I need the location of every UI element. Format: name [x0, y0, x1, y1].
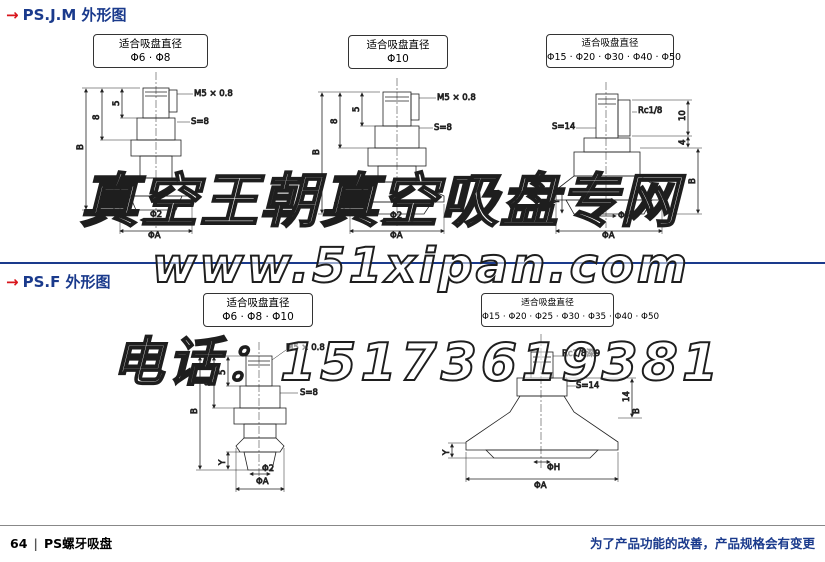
arrow-right-icon: → [6, 6, 19, 24]
dim-phi-a: ΦA [602, 231, 615, 241]
section-title-ps-f: →PS.F 外形图 [6, 271, 111, 292]
dim-y: Y [218, 459, 228, 466]
dim-phi-a: ΦA [256, 477, 269, 487]
suction-cup-size-label: 适合吸盘直径 Φ6 · Φ8 · Φ10 [203, 293, 313, 327]
dim-height-b: B [688, 178, 698, 184]
dim-phi-a: ΦA [534, 481, 547, 491]
dim-height-8: 8 [92, 115, 102, 120]
hex-size-label: S=14 [552, 122, 575, 132]
hex-size-label: S=8 [300, 388, 318, 398]
dim-y: Y [104, 198, 114, 205]
dim-phi-a: ΦA [148, 231, 161, 241]
page-number: 64 [10, 536, 28, 551]
label-value: Φ15 · Φ20 · Φ25 · Φ30 · Φ35 · Φ40 · Φ50 [482, 312, 660, 322]
arrow-right-icon: → [6, 273, 19, 291]
label-value: Φ10 [387, 53, 409, 65]
dim-height-8: 8 [204, 381, 214, 386]
drawing-jm-phi10: M5 × 0.8 S=8 5 8 B Y Φ2 ΦA [312, 78, 476, 241]
section-title-ps-j-m: →PS.J.M 外形图 [6, 4, 127, 25]
thread-size-label: Rc1/8 [638, 106, 662, 116]
suction-cup-size-label: 适合吸盘直径 Φ15 · Φ20 · Φ25 · Φ30 · Φ35 · Φ40… [481, 293, 660, 327]
label-value: Φ6 · Φ8 [130, 52, 171, 64]
dim-height-b: B [76, 144, 86, 150]
thread-size-label: M5 × 0.8 [286, 343, 325, 353]
dim-phi2: Φ2 [390, 211, 402, 221]
dim-height-b: B [190, 408, 200, 414]
dim-y: Y [442, 449, 452, 456]
label-value: Φ6 · Φ8 · Φ10 [222, 311, 294, 323]
drawing-jm-phi15-50: Rc1/8 S=14 10 4 B Y ΦH ΦA [552, 82, 702, 241]
suction-cup-size-label: 适合吸盘直径 Φ15 · Φ20 · Φ30 · Φ40 · Φ50 [546, 34, 682, 68]
hex-size-label: S=14 [576, 381, 599, 391]
hex-size-label: S=8 [434, 123, 452, 133]
dim-height-b: B [312, 149, 322, 155]
footer-book-title: PS螺牙吸盘 [43, 536, 113, 551]
footer-separator: | [33, 536, 38, 551]
label-caption: 适合吸盘直径 [366, 39, 430, 51]
dim-y: Y [334, 202, 344, 209]
dim-height-4: 4 [678, 140, 688, 145]
label-caption: 适合吸盘直径 [521, 298, 574, 308]
thread-size-label: M5 × 0.8 [194, 89, 233, 99]
dim-height-5: 5 [218, 370, 228, 375]
suction-cup-size-label: 适合吸盘直径 Φ6 · Φ8 [93, 34, 208, 68]
dim-height-14: 14 [622, 391, 632, 402]
dim-height-10: 10 [678, 110, 688, 121]
footer-notice: 为了产品功能的改善，产品规格会有变更 [589, 536, 815, 551]
dim-height-b: B [632, 408, 642, 414]
footer-page-info: 64 | PS螺牙吸盘 [10, 533, 112, 552]
dim-phi2: Φ2 [150, 210, 162, 220]
dim-phi-a: ΦA [390, 231, 403, 241]
label-value: Φ15 · Φ20 · Φ30 · Φ40 · Φ50 [547, 52, 682, 63]
dim-phi2: Φ2 [262, 464, 274, 474]
label-caption: 适合吸盘直径 [119, 38, 182, 50]
footer-divider [0, 525, 825, 526]
dim-y: Y [552, 198, 562, 205]
dim-height-5: 5 [112, 101, 122, 106]
hex-size-label: S=8 [191, 117, 209, 127]
label-caption: 适合吸盘直径 [581, 38, 639, 49]
thread-size-label: M5 × 0.8 [437, 93, 476, 103]
section-title-text: PS.J.M 外形图 [22, 6, 127, 24]
suction-cup-size-label: 适合吸盘直径 Φ10 [348, 35, 448, 69]
label-caption: 适合吸盘直径 [226, 297, 290, 309]
section-divider [0, 262, 825, 264]
drawing-jm-phi6-8: M5 × 0.8 S=8 5 8 B Y Φ2 ΦA [76, 72, 233, 241]
dim-height-5: 5 [352, 107, 362, 112]
dim-height-8: 8 [330, 119, 340, 124]
thread-size-label: Rc1/8深9 [562, 349, 600, 359]
drawing-f-phi15-50: Rc1/8深9 S=14 14 B Y ΦH ΦA [442, 334, 642, 491]
drawing-f-phi6-10: M5 × 0.8 S=8 5 8 B Y Φ2 ΦA [190, 342, 325, 492]
section-title-text: PS.F 外形图 [22, 273, 111, 291]
dim-phi-h: ΦH [547, 463, 560, 473]
dim-phi-h: ΦH [618, 211, 631, 221]
